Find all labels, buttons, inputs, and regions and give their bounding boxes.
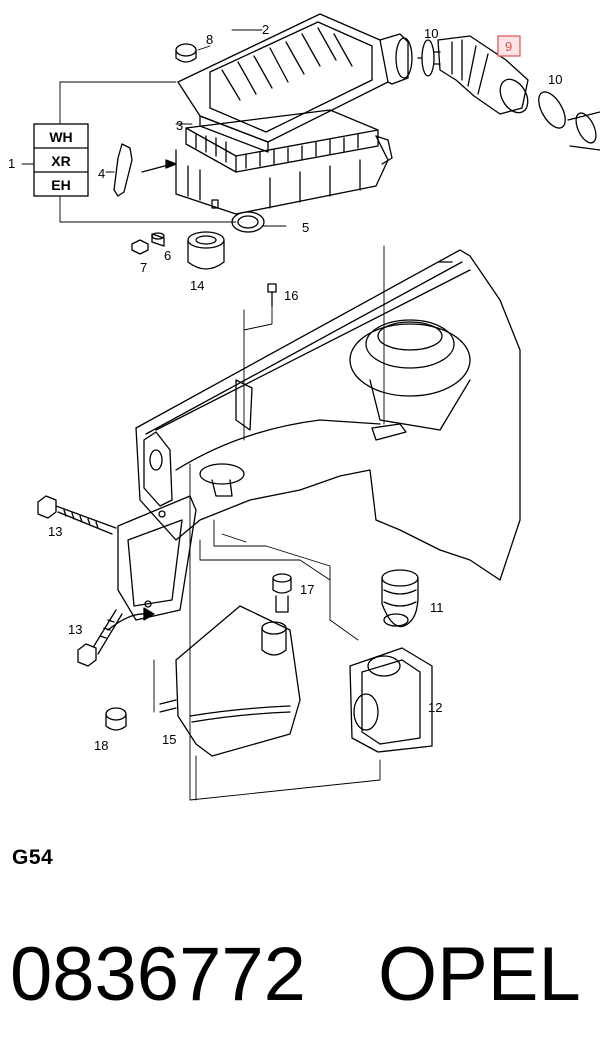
rubber-buffer-17 [272, 573, 292, 613]
callout-7: 7 [140, 260, 147, 275]
air-filter-element [185, 109, 379, 173]
air-intake-hose-11 [381, 569, 419, 628]
variant-wh: WH [49, 129, 72, 145]
callout-13-lower: 13 [68, 622, 82, 637]
variant-xr: XR [51, 153, 70, 169]
air-cleaner-housing [175, 135, 393, 233]
intake-hose-9 [437, 35, 529, 115]
callout-5: 5 [302, 220, 309, 235]
callout-13-upper: 13 [48, 524, 62, 539]
hose-clamp-10-left [417, 39, 441, 77]
callout-16: 16 [284, 288, 298, 303]
rubber-mount-18 [105, 707, 127, 731]
callout-9: 9 [505, 39, 512, 54]
rubber-grommet-14 [187, 231, 225, 270]
exploded-parts-diagram: WH XR EH 1 2 3 4 5 6 7 8 9 10 10 11 12 1… [8, 13, 600, 801]
rubber-mount-8 [175, 43, 197, 63]
sleeve-6 [151, 232, 165, 247]
callout-15: 15 [162, 732, 176, 747]
bolt-16 [267, 283, 277, 307]
callout-17: 17 [300, 582, 314, 597]
part-number: 0836772 [10, 932, 306, 1017]
variant-box: WH XR EH [33, 123, 89, 197]
bolt-13-lower [77, 607, 155, 667]
brand-name: OPEL [378, 932, 581, 1017]
highlighted-callout-box [497, 35, 521, 57]
callout-14: 14 [190, 278, 204, 293]
callout-8: 8 [206, 32, 213, 47]
callout-3: 3 [176, 118, 183, 133]
callout-2: 2 [262, 22, 269, 37]
part-footer: 0836772 OPEL [10, 920, 590, 1030]
group-code: G54 [12, 846, 54, 869]
wheel-arch-panel [135, 249, 521, 581]
bolt-7 [131, 239, 149, 255]
callout-18: 18 [94, 738, 108, 753]
washer-reservoir-15 [159, 605, 301, 757]
air-resonator-12 [349, 647, 433, 753]
mounting-bracket [117, 495, 197, 621]
callout-6: 6 [164, 248, 171, 263]
callout-1: 1 [8, 156, 15, 171]
callout-10-right: 10 [548, 72, 562, 87]
callout-12: 12 [428, 700, 442, 715]
callout-10-left: 10 [424, 26, 438, 41]
callout-4: 4 [98, 166, 105, 181]
hose-clamp-10-right [538, 91, 600, 151]
callout-11: 11 [430, 600, 444, 615]
air-cleaner-cover [177, 13, 413, 153]
retaining-clip-4 [113, 143, 177, 197]
bolt-13-upper [37, 495, 117, 535]
variant-eh: EH [51, 177, 70, 193]
